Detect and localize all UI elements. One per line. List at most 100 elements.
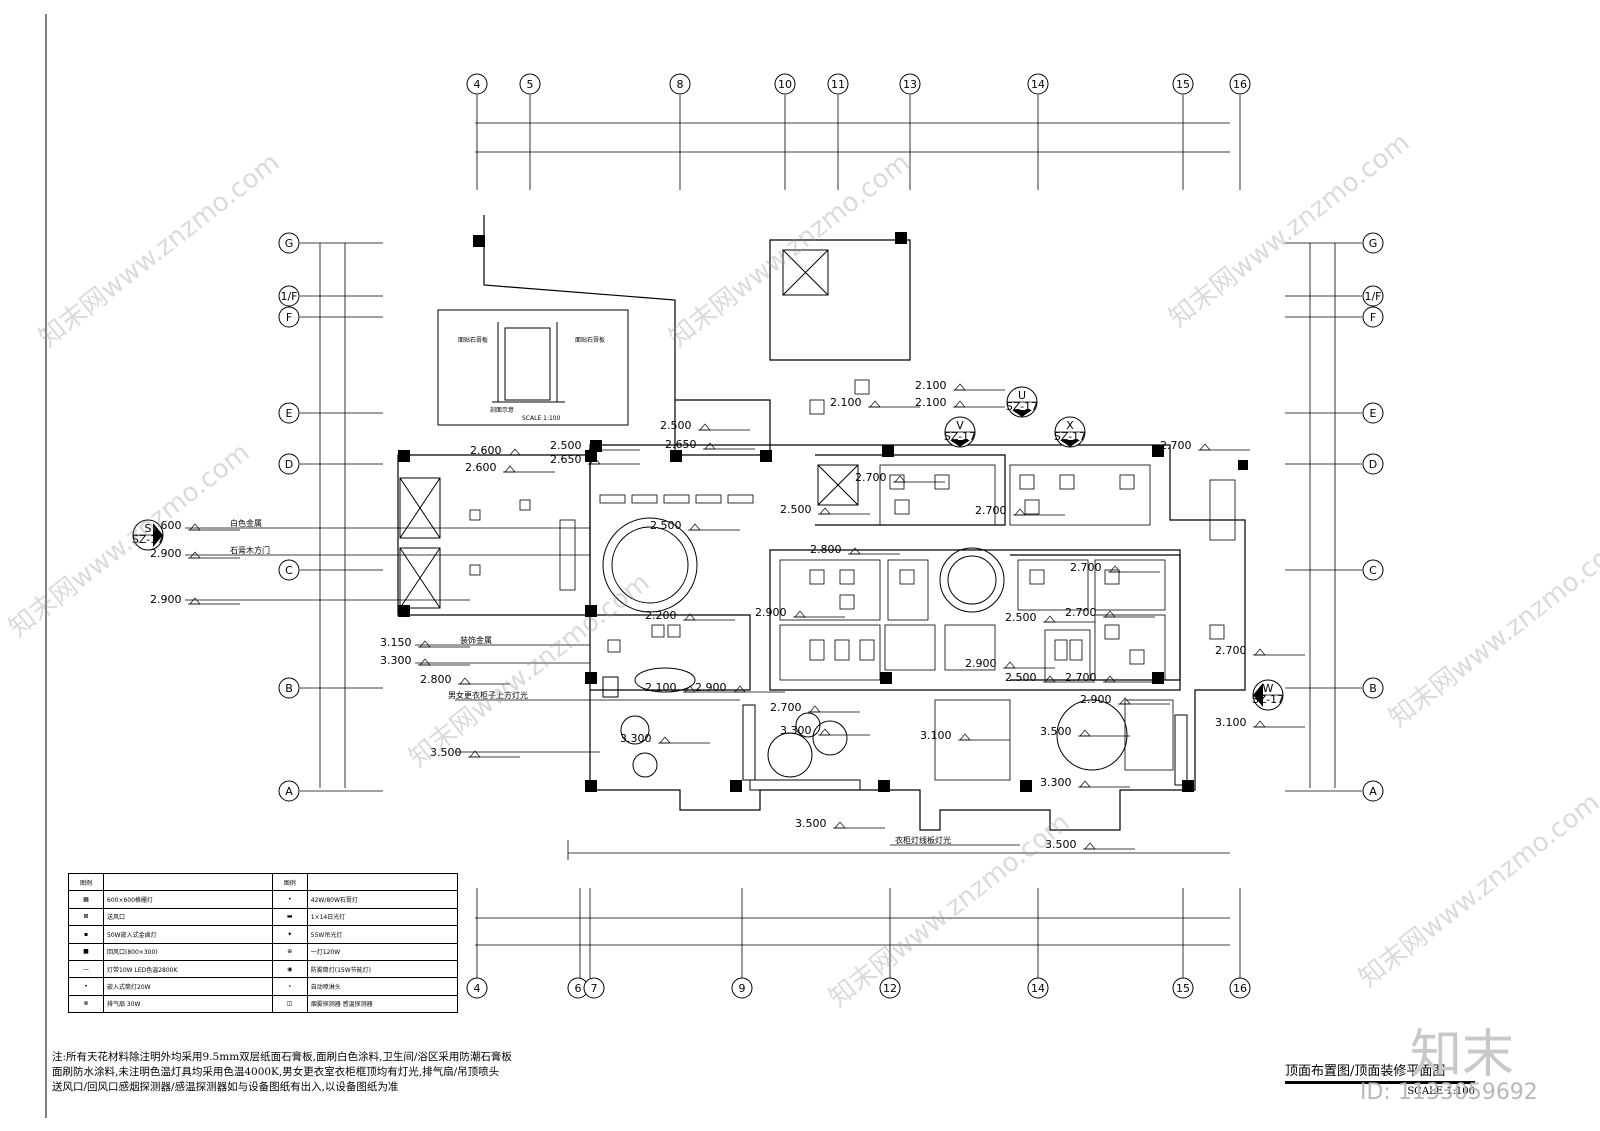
legend-item-left: 回风口(800×300) bbox=[103, 942, 273, 961]
note-line: 送风口/回风口感烟探测器/感温探测器如与设备图纸有出入,以设备图纸为准 bbox=[52, 1081, 399, 1093]
legend-row: ⊠ 送风口 ▬ 1×14日光灯 bbox=[68, 907, 459, 927]
elevation-marks: 2.1002.1002.1002.5002.6502.6002.6002.500… bbox=[150, 379, 1305, 851]
grid-light-icon: ▦ bbox=[68, 890, 104, 909]
grid-bubble-bottom-label: 4 bbox=[474, 982, 481, 995]
legend-item-left: 灯带10W LED色温2800K bbox=[103, 959, 273, 979]
grid-bubble-bottom: 9 bbox=[731, 977, 753, 999]
section-marker-sheet: SZ-17 bbox=[1006, 400, 1038, 413]
grid-bubble-left-label: B bbox=[285, 682, 293, 695]
elevation-mark: 2.100 bbox=[915, 396, 1005, 409]
elevation-value: 2.100 bbox=[915, 379, 947, 392]
light-fixtures bbox=[469, 379, 1225, 665]
drawing-scale: SCALE 1:100 bbox=[1407, 1086, 1475, 1097]
sprinkler-icon: ∘ bbox=[271, 977, 308, 996]
grid-bubble-left: C bbox=[278, 559, 300, 581]
elevation-mark: 2.900 bbox=[695, 681, 785, 694]
elevation-value: 3.500 bbox=[1045, 838, 1077, 851]
exhaust-fan-icon: ⊗ bbox=[68, 994, 104, 1014]
round-ceiling-features bbox=[602, 517, 1128, 778]
elevation-mark: 3.300 bbox=[1040, 776, 1130, 789]
elevation-mark: 3.100 bbox=[1215, 716, 1305, 729]
legend-header-left: 图例 bbox=[68, 872, 104, 892]
legend-item-right: 1×14日光灯 bbox=[306, 907, 459, 927]
elevation-value: 2.100 bbox=[830, 396, 862, 409]
grid-bubble-left: 1/F bbox=[278, 285, 300, 307]
grid-bubble-bottom-label: 9 bbox=[739, 982, 746, 995]
elevation-mark: 2.500 bbox=[650, 519, 740, 532]
grid-bubble-right-label: G bbox=[1369, 237, 1378, 250]
grid-bubble-top-label: 5 bbox=[527, 78, 534, 91]
elevation-value: 2.800 bbox=[810, 543, 842, 556]
elevation-mark: 3.300 bbox=[380, 654, 470, 667]
grid-bubble-top-label: 8 bbox=[677, 78, 684, 91]
elevation-value: 2.500 bbox=[1005, 671, 1037, 684]
elevation-mark: 2.900 bbox=[1080, 693, 1170, 706]
detector-icon: ◫ bbox=[271, 994, 308, 1014]
section-marker-sheet: SZ-17 bbox=[132, 533, 164, 546]
led-strip-icon: — bbox=[68, 959, 104, 979]
elevation-mark: 2.900 bbox=[965, 657, 1055, 670]
grid-bubble-left-label: F bbox=[286, 311, 292, 324]
single-light-icon: ⊕ bbox=[271, 942, 308, 961]
callout-bottom: 衣柜灯线板灯光 bbox=[895, 835, 951, 845]
elevation-value: 2.700 bbox=[1070, 561, 1102, 574]
grid-bubble-top: 5 bbox=[519, 73, 541, 95]
elevation-value: 2.600 bbox=[470, 444, 502, 457]
hatch-strips bbox=[602, 676, 1188, 791]
section-marker-letter: X bbox=[1066, 419, 1074, 432]
halide-light-icon: ▪ bbox=[68, 925, 104, 944]
elevation-mark: 2.100 bbox=[915, 379, 1005, 392]
supply-air-icon: ⊠ bbox=[68, 907, 104, 927]
top-dimension-lines bbox=[475, 122, 1230, 153]
elevation-mark: 3.500 bbox=[430, 746, 520, 759]
structural-columns bbox=[398, 232, 1248, 792]
elevation-mark: 3.300 bbox=[780, 724, 870, 737]
grid-bubble-left: B bbox=[278, 677, 300, 699]
elevation-value: 2.900 bbox=[755, 606, 787, 619]
legend-item-right: 一灯120W bbox=[306, 942, 459, 961]
legend-item-left: 600×600格栅灯 bbox=[103, 890, 273, 909]
callout-left-1: 白色金属 bbox=[230, 518, 262, 528]
grid-bubble-bottom-label: 15 bbox=[1176, 982, 1190, 995]
legend-item-left: 嵌入式筒灯20W bbox=[103, 977, 273, 996]
elevation-value: 3.100 bbox=[1215, 716, 1247, 729]
grid-bubble-right-label: E bbox=[1370, 407, 1377, 420]
room-subdivisions bbox=[559, 464, 1236, 781]
elevation-value: 2.900 bbox=[965, 657, 997, 670]
elevation-mark: 2.700 bbox=[1065, 671, 1155, 684]
elevation-mark: 3.500 bbox=[795, 817, 885, 830]
elevation-value: 2.700 bbox=[975, 504, 1007, 517]
legend-row: — 灯带10W LED色温2800K ◉ 防雾筒灯(15W节能灯) bbox=[68, 959, 459, 979]
watermark-logo: 知末 bbox=[1410, 1025, 1515, 1085]
grid-bubble-bottom-label: 12 bbox=[883, 982, 897, 995]
callout-center-1: 装饰金属 bbox=[460, 635, 492, 645]
grid-bubble-left-label: D bbox=[285, 458, 293, 471]
grid-bubble-right-label: D bbox=[1369, 458, 1377, 471]
fog-proof-light-icon: ◉ bbox=[271, 959, 308, 979]
general-notes: 注:所有天花材料除注明外均采用9.5mm双层纸面石膏板,面刷白色涂料,卫生间/浴… bbox=[52, 1050, 612, 1095]
legend-item-right: 烟雾探测器 感温探测器 bbox=[306, 994, 459, 1014]
tube-light-icon: ▬ bbox=[271, 907, 308, 927]
elevation-mark: 2.800 bbox=[810, 543, 900, 556]
elevation-value: 3.500 bbox=[430, 746, 462, 759]
elevation-mark: 2.650 bbox=[550, 453, 640, 466]
elevation-value: 2.500 bbox=[550, 439, 582, 452]
elevation-value: 2.100 bbox=[645, 681, 677, 694]
elevation-value: 2.500 bbox=[660, 419, 692, 432]
note-line: 注:所有天花材料除注明外均采用9.5mm双层纸面石膏板,面刷白色涂料,卫生间/浴… bbox=[52, 1051, 512, 1063]
grid-bubble-right: E bbox=[1362, 402, 1384, 424]
grid-bubble-bottom: 14 bbox=[1027, 977, 1049, 999]
elevation-value: 2.500 bbox=[650, 519, 682, 532]
title-block: 顶面布置图/顶面装修平面图 SCALE 1:100 bbox=[1285, 1060, 1475, 1097]
grid-bubble-top-label: 14 bbox=[1031, 78, 1045, 91]
grid-bubble-top: 11 bbox=[827, 73, 849, 95]
grid-bubble-right: B bbox=[1362, 677, 1384, 699]
watermark-id: ID: 1133059692 bbox=[1360, 1080, 1538, 1105]
elevation-mark: 2.900 bbox=[150, 547, 240, 560]
elevation-mark: 2.200 bbox=[645, 609, 735, 622]
ceiling-light-row bbox=[599, 494, 754, 504]
detail-inset bbox=[437, 309, 629, 426]
elevation-value: 3.500 bbox=[1040, 725, 1072, 738]
